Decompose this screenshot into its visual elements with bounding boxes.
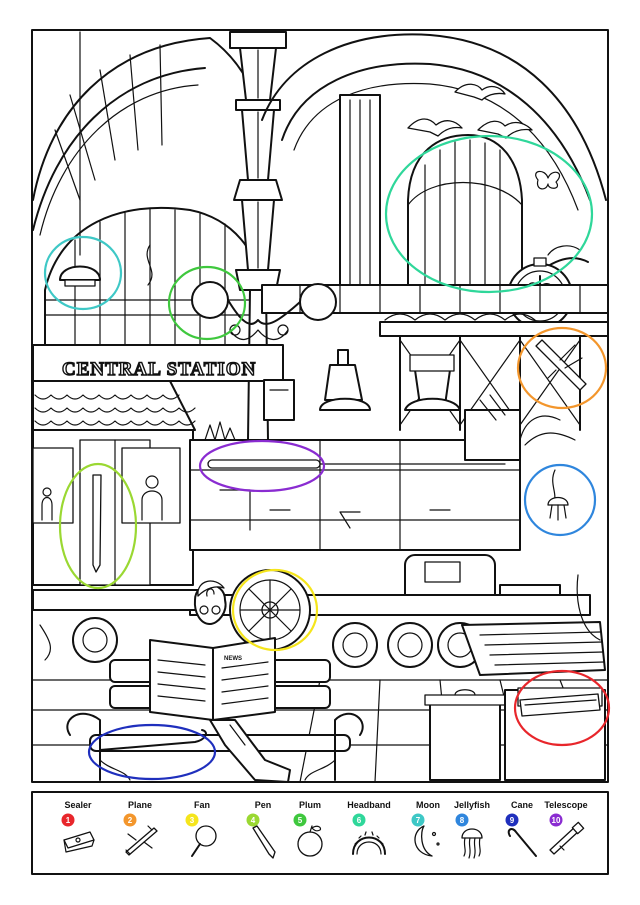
right-arch (261, 33, 607, 291)
legend-item-fan: Fan 3 (185, 800, 217, 857)
pen-icon (252, 825, 276, 859)
legend-number: 7 (416, 816, 421, 825)
lamp-post (191, 281, 337, 421)
marker-plum[interactable] (167, 265, 247, 341)
legend-number-badge (123, 813, 137, 827)
legend-number: 5 (298, 816, 303, 825)
legend-label: Fan (194, 800, 210, 810)
legend-number: 8 (460, 816, 465, 825)
plane-icon (125, 825, 158, 856)
found-markers (43, 134, 611, 781)
legend-item-sealer: Sealer 1 (61, 800, 95, 853)
legend-number: 10 (552, 816, 561, 825)
fan-icon (191, 825, 217, 857)
legend-label: Headband (347, 800, 391, 810)
legend-item-headband: Headband 6 (347, 800, 391, 855)
legend-item-telescope: Telescope 10 (544, 800, 588, 855)
legend-frame (31, 791, 609, 875)
marker-moon[interactable] (43, 235, 123, 311)
legend-label: Jellyfish (454, 800, 490, 810)
station-illustration: CENTRAL STATION (31, 29, 609, 783)
moon-icon (414, 825, 440, 857)
marker-telescope[interactable] (198, 439, 326, 493)
legend-number: 9 (510, 816, 515, 825)
legend-number-badge (411, 813, 425, 827)
steam-locomotive (32, 349, 606, 676)
legend-number: 6 (357, 816, 362, 825)
legend-label: Cane (511, 800, 533, 810)
legend-number-badge (293, 813, 307, 827)
marker-sealer[interactable] (513, 669, 611, 747)
legend-item-jellyfish: Jellyfish 8 (454, 800, 490, 859)
person-reading: NEWS (149, 580, 291, 783)
legend-item-pen: Pen 4 (246, 800, 276, 859)
legend-number: 2 (128, 816, 133, 825)
legend-item-moon: Moon 7 (411, 800, 440, 857)
train-wheels (39, 569, 483, 668)
legend-number: 1 (66, 816, 71, 825)
legend-item-plane: Plane 2 (123, 800, 158, 856)
marker-jellyfish[interactable] (523, 463, 597, 537)
legend-label: Plum (299, 800, 321, 810)
cane-icon (507, 828, 537, 857)
marker-headband[interactable] (384, 134, 594, 294)
marker-fan[interactable] (231, 568, 319, 652)
legend-item-plum: Plum 5 (293, 800, 323, 857)
legend-label: Plane (128, 800, 152, 810)
legend-number-badge (185, 813, 199, 827)
flying-birds (407, 83, 533, 139)
legend-label: Moon (416, 800, 440, 810)
telescope-icon (549, 821, 585, 855)
plum-icon (297, 825, 323, 857)
marker-pen[interactable] (58, 462, 138, 590)
headband-icon (352, 831, 386, 855)
jellyfish-icon (461, 828, 483, 859)
legend-item-cane: Cane 9 (505, 800, 537, 857)
legend-number: 4 (251, 816, 256, 825)
sealer-icon (63, 831, 95, 853)
station-sign-text: CENTRAL STATION (62, 359, 256, 380)
legend-label: Pen (255, 800, 272, 810)
legend-label: Sealer (64, 800, 92, 810)
marker-cane[interactable] (87, 723, 217, 781)
legend-number: 3 (190, 816, 195, 825)
legend-label: Telescope (544, 800, 587, 810)
marker-plane[interactable] (516, 326, 608, 410)
legend-number-badge (505, 813, 519, 827)
legend-number-badge (61, 813, 75, 827)
legend-number-badge (549, 813, 563, 827)
legend-number-badge (455, 813, 469, 827)
legend-number-badge (352, 813, 366, 827)
item-legend: Sealer 1 Plane 2 Fan 3 Pen 4 Plum 5 Headband 6 Moon 7… (31, 791, 609, 875)
newspaper-text: NEWS (224, 656, 242, 662)
legend-number-badge (246, 813, 260, 827)
